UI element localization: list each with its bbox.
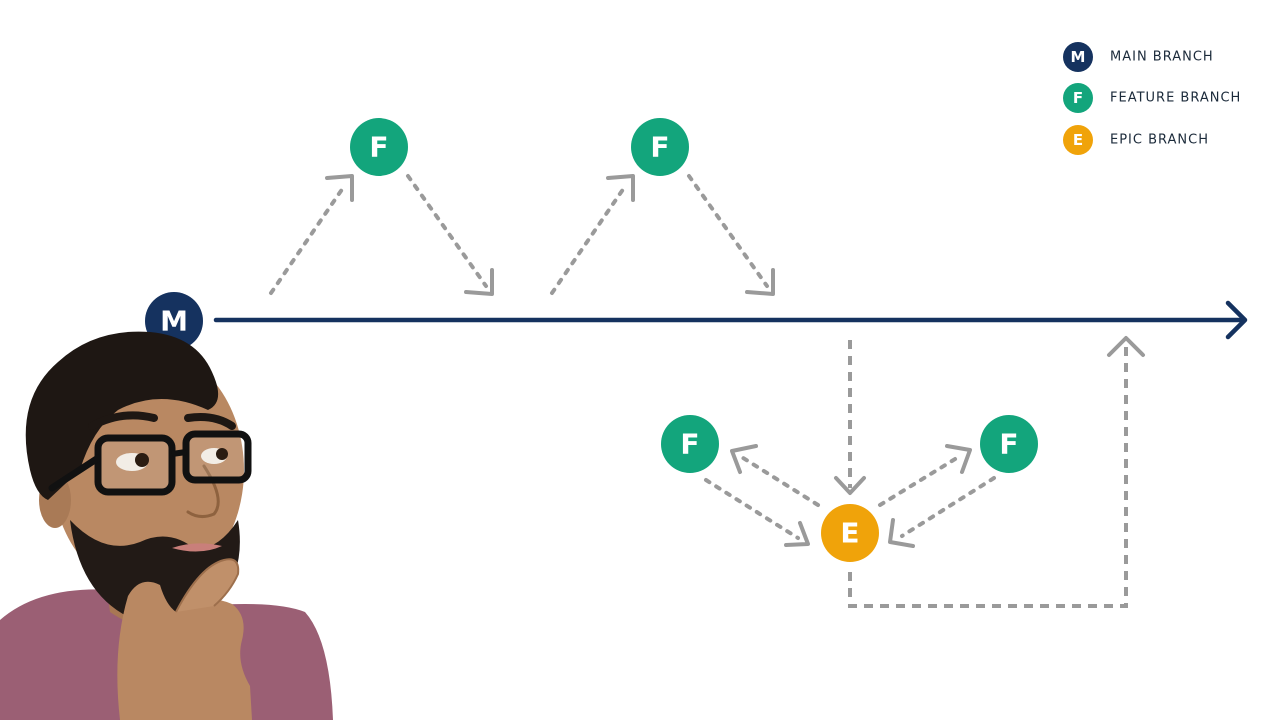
feature-1-out-connector bbox=[269, 183, 347, 295]
left-feature-to-epic-connector bbox=[704, 478, 800, 540]
epic-to-main-return-connector bbox=[848, 342, 1128, 608]
main-line-arrowhead bbox=[1225, 300, 1248, 340]
person-thumb bbox=[175, 558, 240, 613]
feature-1-connectors bbox=[269, 174, 494, 296]
node-feature-1: F bbox=[350, 118, 408, 176]
epic-node-circle bbox=[821, 504, 879, 562]
epic-to-right-feature-arrowhead bbox=[945, 444, 972, 474]
epic-to-right-feature-connector bbox=[878, 454, 962, 507]
main-to-epic-arrowhead bbox=[834, 476, 866, 495]
epic-to-main-return-arrowhead bbox=[1107, 336, 1145, 357]
feature-2-node-circle bbox=[631, 118, 689, 176]
legend-item-main: M MAIN BRANCH bbox=[1063, 42, 1214, 72]
epic-feature-left-node-circle bbox=[661, 415, 719, 473]
feature-2-node-label: F bbox=[650, 131, 669, 164]
glasses-bridge bbox=[171, 449, 187, 457]
epic-node-label: E bbox=[840, 517, 859, 550]
right-feature-to-epic-arrowhead bbox=[888, 518, 915, 548]
epic-feature-right-node-circle bbox=[980, 415, 1038, 473]
feature-2-in-connector bbox=[687, 174, 769, 288]
feature-2-out-arrowhead bbox=[606, 174, 635, 202]
legend-item-feature: F FEATURE BRANCH bbox=[1063, 83, 1241, 113]
main-node-label: M bbox=[160, 305, 188, 338]
legend-main-dot bbox=[1063, 42, 1093, 72]
legend-epic-key: E bbox=[1073, 131, 1083, 149]
person-mouth bbox=[172, 543, 222, 552]
feature-1-in-arrowhead bbox=[464, 268, 494, 296]
epic-feature-right-node-label: F bbox=[999, 428, 1018, 461]
person-thinking-illustration bbox=[0, 331, 333, 720]
node-epic-feature-right: F bbox=[980, 415, 1038, 473]
left-feature-to-epic-arrowhead bbox=[784, 521, 810, 547]
glasses-arm bbox=[48, 454, 102, 492]
main-branch-line bbox=[213, 300, 1248, 340]
feature-2-in-arrowhead bbox=[745, 268, 775, 296]
node-feature-2: F bbox=[631, 118, 689, 176]
node-epic: E bbox=[821, 504, 879, 562]
legend-item-epic: E EPIC BRANCH bbox=[1063, 125, 1209, 155]
legend: M MAIN BRANCH F FEATURE BRANCH E EPIC BR… bbox=[1063, 42, 1241, 155]
epic-to-left-feature-arrowhead bbox=[730, 444, 758, 474]
legend-feature-label: FEATURE BRANCH bbox=[1110, 91, 1241, 106]
person-hair bbox=[25, 331, 219, 500]
right-feature-to-epic-connector bbox=[900, 476, 996, 538]
feature-1-node-label: F bbox=[369, 131, 388, 164]
person-pupil-left bbox=[135, 453, 149, 467]
legend-main-label: MAIN BRANCH bbox=[1110, 50, 1214, 65]
feature-1-in-connector bbox=[406, 174, 488, 288]
person-pupil-right bbox=[216, 448, 228, 460]
legend-epic-label: EPIC BRANCH bbox=[1110, 133, 1209, 148]
feature-1-node-circle bbox=[350, 118, 408, 176]
feature-1-out-arrowhead bbox=[325, 174, 354, 202]
node-epic-feature-left: F bbox=[661, 415, 719, 473]
epic-to-left-feature-connector bbox=[738, 454, 820, 507]
person-eyebrow-left bbox=[88, 411, 158, 430]
legend-feature-key: F bbox=[1073, 89, 1083, 107]
feature-2-connectors bbox=[550, 174, 775, 296]
legend-feature-dot bbox=[1063, 83, 1093, 113]
person-eyebrow-right bbox=[184, 413, 236, 430]
person-hand bbox=[117, 581, 252, 720]
feature-2-out-connector bbox=[550, 183, 628, 295]
person-nose bbox=[186, 464, 220, 519]
epic-feature-left-node-label: F bbox=[680, 428, 699, 461]
legend-epic-dot bbox=[1063, 125, 1093, 155]
legend-main-key: M bbox=[1071, 48, 1086, 66]
epic-connectors bbox=[704, 336, 1145, 608]
